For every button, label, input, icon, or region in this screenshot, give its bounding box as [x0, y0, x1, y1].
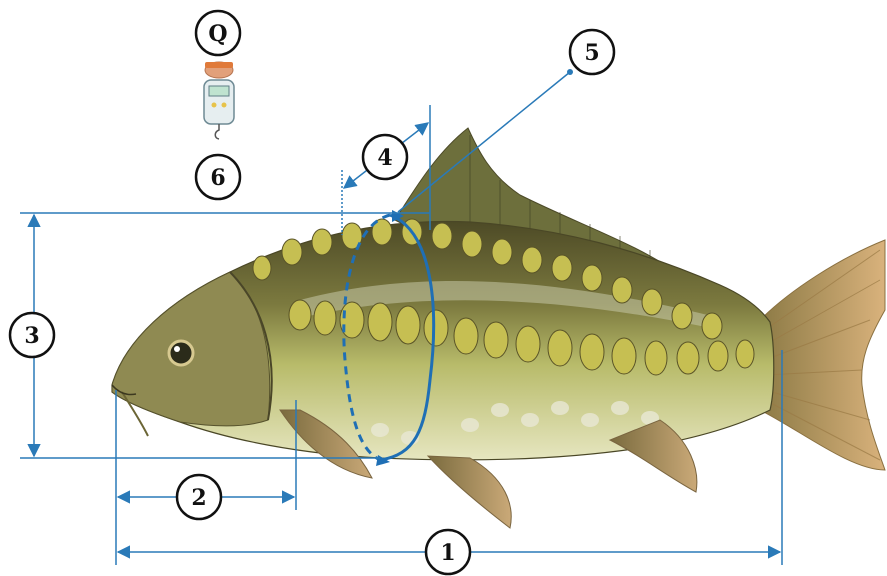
label-circle-weight: Q [196, 11, 240, 55]
label-scale: 6 [210, 165, 225, 191]
pelvic-fin [428, 456, 511, 528]
hand-scale-illustration [204, 62, 234, 139]
scale-hook-icon [215, 124, 219, 139]
label-circle-body-height: 3 [10, 313, 54, 357]
scale-button-1 [212, 103, 217, 108]
label-head-length: 2 [191, 485, 206, 511]
label-circle-scale: 6 [196, 155, 240, 199]
label-body-height: 3 [24, 323, 39, 349]
label-circle-head-length: 2 [177, 475, 221, 519]
label-girth-offset: 4 [377, 145, 392, 171]
scale-display [209, 86, 229, 96]
eye-highlight [174, 346, 180, 352]
label-circle-total-length: 1 [426, 530, 470, 574]
label-circle-girth-offset: 4 [363, 135, 407, 179]
label-girth: 5 [584, 40, 599, 66]
fish-eye [169, 341, 193, 365]
scale-button-2 [222, 103, 227, 108]
scale-handle [205, 62, 233, 68]
label-weight: Q [208, 21, 227, 47]
label-circle-girth: 5 [570, 30, 614, 74]
label-total-length: 1 [440, 540, 455, 566]
girth-leader-dot [567, 69, 573, 75]
